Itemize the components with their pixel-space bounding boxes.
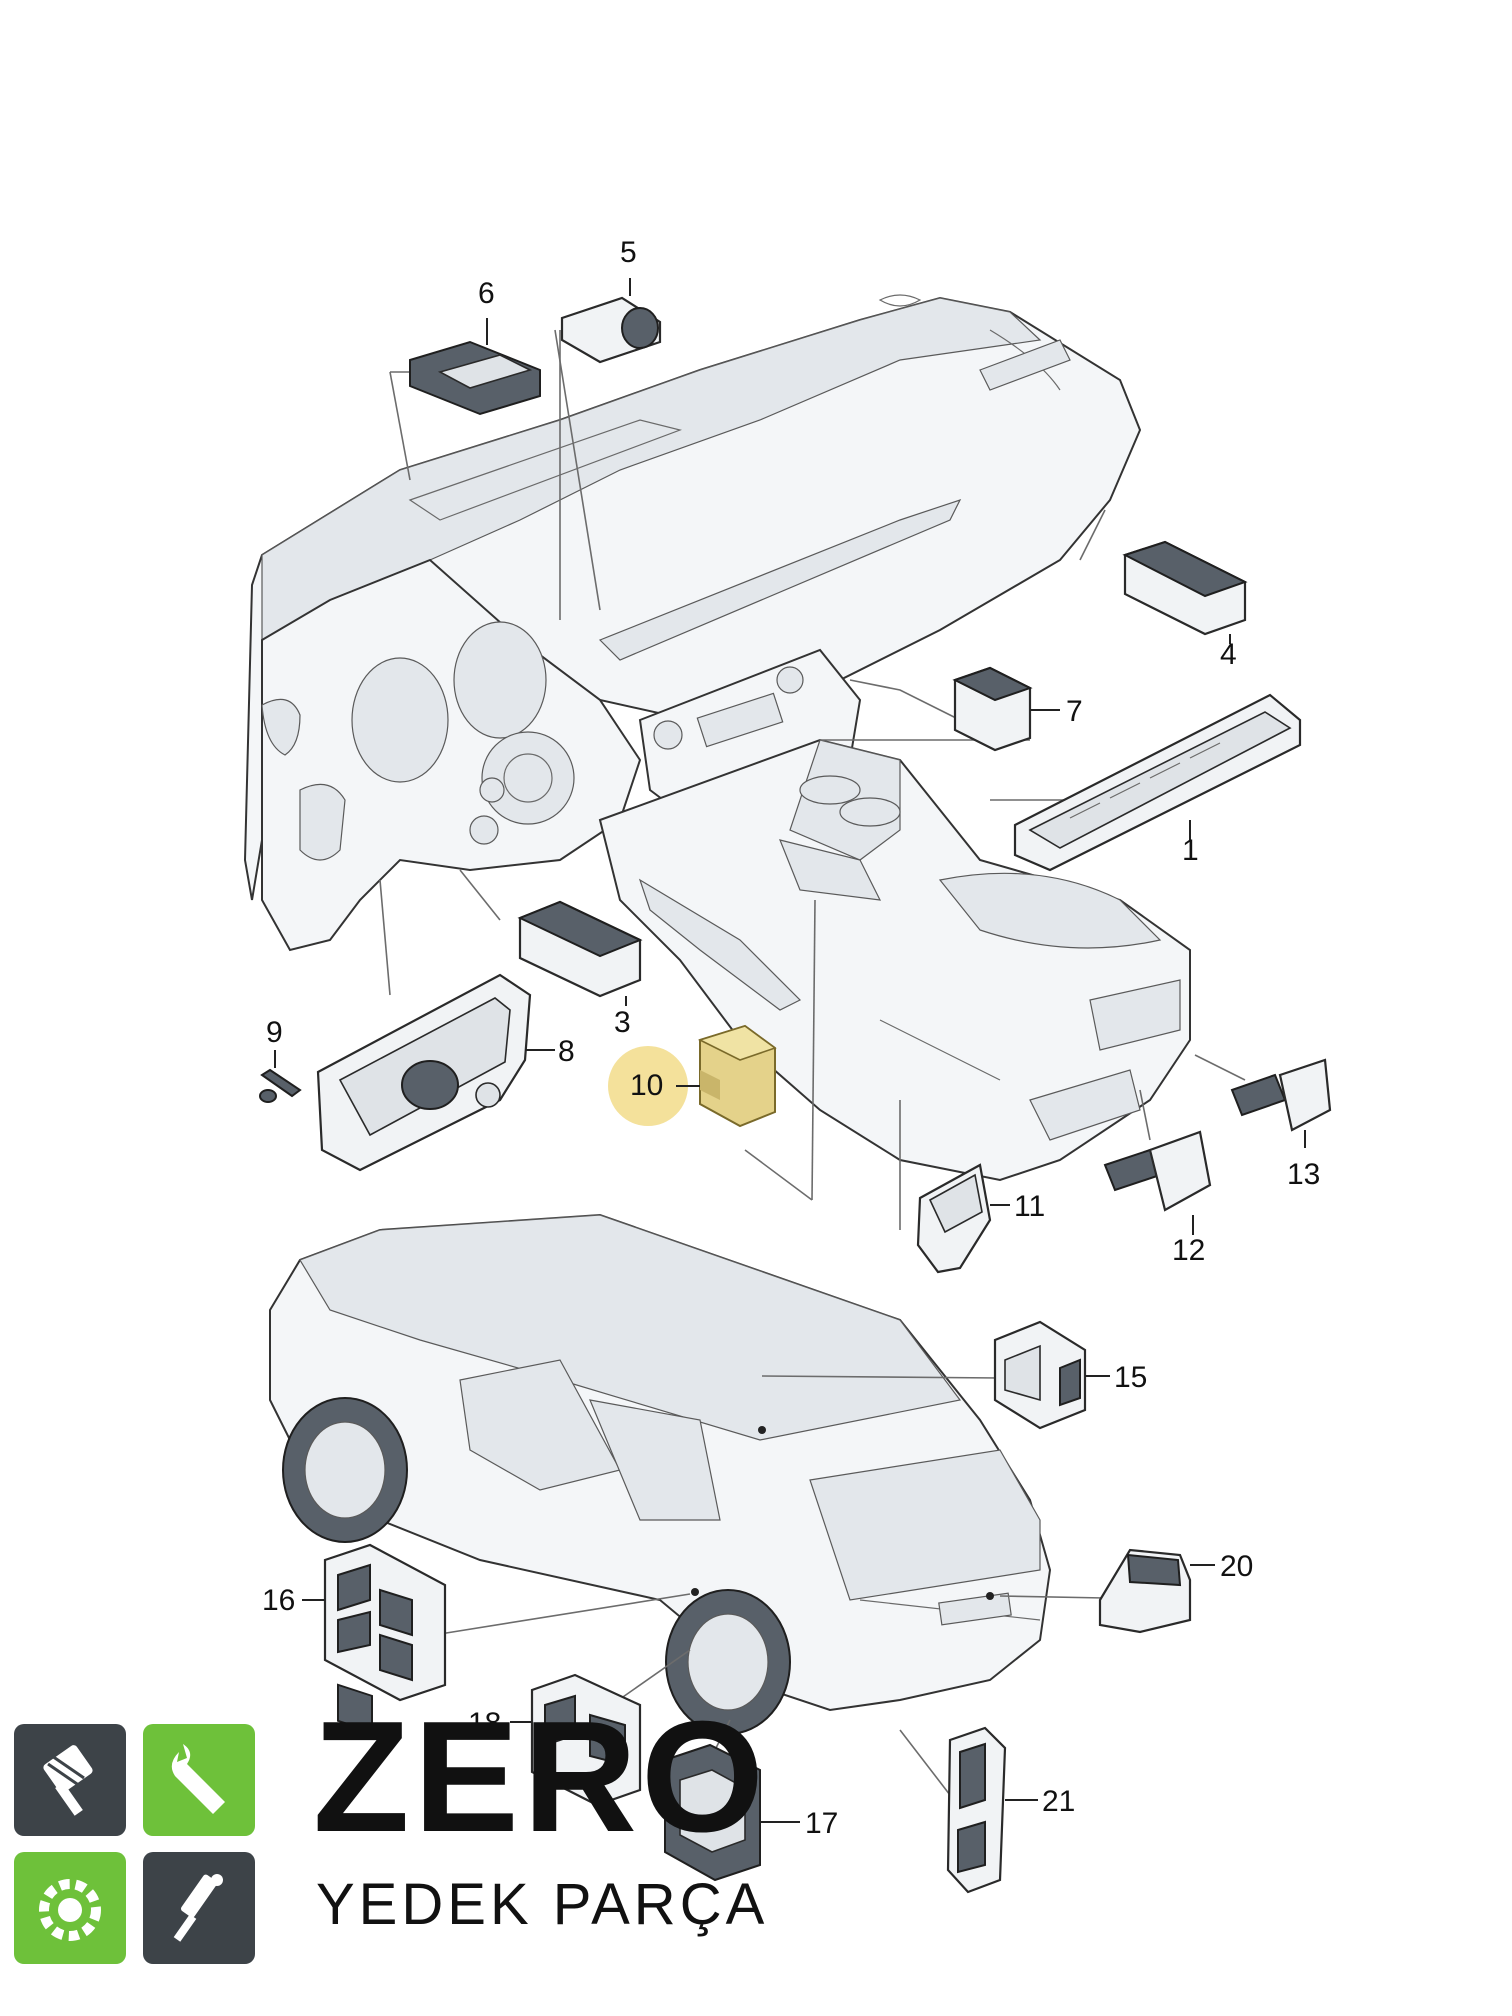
callout-12: 12 — [1172, 1234, 1205, 1267]
center-console-illustration — [598, 738, 1191, 1182]
callout-4: 4 — [1220, 638, 1237, 671]
brand-name: ZERO — [313, 1689, 768, 1865]
part-20-switch — [1098, 1548, 1192, 1634]
part-16-window-switch — [323, 1543, 447, 1734]
brand-tagline: YEDEK PARÇA — [316, 1872, 769, 1937]
part-11-switch — [916, 1163, 992, 1274]
part-5-start-button — [560, 296, 662, 364]
part-1-switch-panel — [1013, 693, 1302, 872]
part-12-switch — [1103, 1130, 1212, 1212]
spark-plug-icon — [143, 1852, 255, 1964]
dashboard-illustration — [243, 294, 1142, 952]
part-4-switch — [1122, 540, 1248, 636]
callout-labels: 1 3 4 5 6 7 8 9 10 11 12 13 15 16 17 18 … — [262, 236, 1320, 1840]
leader-lines — [274, 278, 1306, 1823]
callout-5: 5 — [620, 236, 637, 269]
callout-20: 20 — [1220, 1550, 1253, 1583]
callout-7: 7 — [1066, 695, 1083, 728]
brand-logo: ZERO YEDEK PARÇA — [0, 1690, 800, 1990]
callout-16: 16 — [262, 1584, 295, 1617]
car-illustration — [269, 1213, 1052, 1735]
part-10-highlight — [608, 1046, 688, 1126]
part-21-switch — [946, 1726, 1007, 1894]
callout-11: 11 — [1014, 1190, 1045, 1223]
callout-18: 18 — [468, 1707, 501, 1740]
callout-21: 21 — [1042, 1785, 1075, 1818]
part-9-screw — [259, 1068, 302, 1103]
gear-icon — [14, 1852, 126, 1964]
part-8-light-switch — [316, 973, 532, 1172]
part-7-switch — [952, 666, 1033, 752]
callout-9: 9 — [266, 1016, 283, 1049]
part-15-switch — [993, 1320, 1087, 1430]
piston-icon — [14, 1724, 126, 1836]
callout-6: 6 — [478, 277, 495, 310]
guide-lines — [379, 329, 1246, 1796]
callout-17: 17 — [805, 1807, 838, 1840]
part-13-switch — [1230, 1058, 1332, 1132]
callout-10: 10 — [630, 1069, 663, 1102]
callout-1: 1 — [1182, 834, 1199, 867]
part-10-switch — [608, 1024, 777, 1128]
part-18-switch — [530, 1673, 642, 1807]
callout-13: 13 — [1287, 1158, 1320, 1191]
wrench-icon — [143, 1724, 255, 1836]
part-17-switch — [664, 1743, 761, 1882]
callout-3: 3 — [614, 1006, 631, 1039]
callout-15: 15 — [1114, 1361, 1147, 1394]
part-3-switch — [517, 900, 643, 998]
part-6-switch — [409, 340, 541, 416]
callout-8: 8 — [558, 1035, 575, 1068]
